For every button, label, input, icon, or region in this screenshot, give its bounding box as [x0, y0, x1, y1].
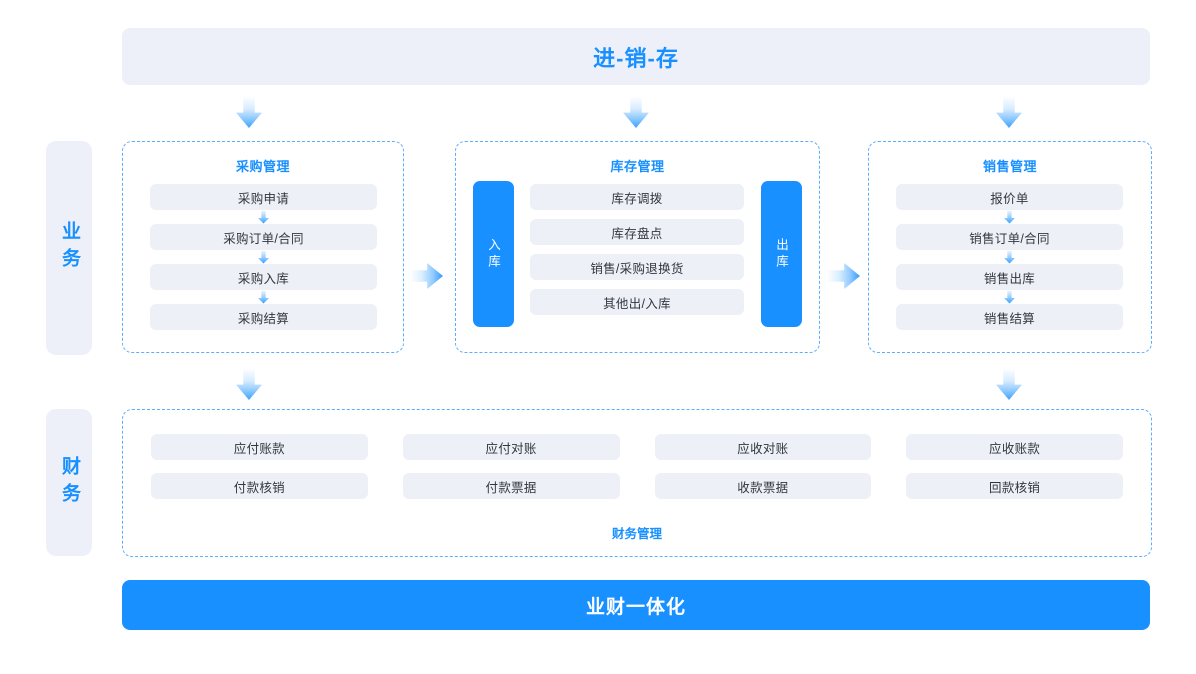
rail-finance-label: 财务 [58, 455, 80, 510]
list-item[interactable]: 库存盘点 [530, 219, 744, 245]
arrow-down-small-icon [1004, 210, 1015, 224]
arrow-down-sales-to-finance-icon [996, 368, 1022, 400]
panel-finance: 应付账款 应付对账 应收对账 应收账款 付款核销 付款票据 收款票据 回款核销 … [122, 409, 1152, 557]
header-banner-title: 进-销-存 [593, 45, 679, 71]
rail-business-label: 业务 [58, 221, 80, 275]
inventory-list: 库存调拨 库存盘点 销售/采购退换货 其他出/入库 [530, 184, 744, 315]
inbound-tab[interactable]: 入库 [473, 181, 514, 327]
outbound-tab[interactable]: 出库 [761, 181, 802, 327]
list-item[interactable]: 销售结算 [896, 304, 1123, 330]
arrow-down-purchase-to-finance-icon [236, 368, 262, 400]
list-item[interactable]: 付款票据 [402, 473, 620, 499]
flow-arrow [896, 210, 1123, 224]
inbound-tab-label: 入库 [486, 237, 500, 271]
arrow-right-purchase-to-inventory-icon [410, 263, 443, 289]
arrow-down-small-icon [258, 290, 269, 304]
list-item[interactable]: 应付对账 [402, 434, 620, 460]
list-item[interactable]: 应收对账 [654, 434, 872, 460]
list-item[interactable]: 采购订单/合同 [150, 224, 377, 250]
panel-finance-label: 财务管理 [611, 527, 662, 541]
finance-grid: 应付账款 应付对账 应收对账 应收账款 付款核销 付款票据 收款票据 回款核销 [151, 434, 1123, 499]
purchase-flow-list: 采购申请 采购订单/合同 采购入库 采购结算 [150, 184, 377, 330]
arrow-down-to-sales-icon [996, 96, 1022, 128]
list-item[interactable]: 采购申请 [150, 184, 377, 210]
list-item[interactable]: 采购入库 [150, 264, 377, 290]
list-item[interactable]: 其他出/入库 [530, 289, 744, 315]
list-item[interactable]: 销售订单/合同 [896, 224, 1123, 250]
flow-arrow [896, 290, 1123, 304]
panel-inventory-title: 库存管理 [610, 159, 665, 174]
flow-arrow [150, 250, 377, 264]
list-item[interactable]: 收款票据 [654, 473, 872, 499]
list-item[interactable]: 销售出库 [896, 264, 1123, 290]
panel-sales-title: 销售管理 [982, 159, 1037, 174]
footer-banner: 业财一体化 [122, 580, 1150, 630]
list-item[interactable]: 采购结算 [150, 304, 377, 330]
panel-purchase-title: 采购管理 [235, 159, 290, 174]
arrow-down-small-icon [1004, 290, 1015, 304]
list-item[interactable]: 报价单 [896, 184, 1123, 210]
panel-inventory: 库存管理 入库 出库 库存调拨 库存盘点 销售/采购退换货 其他出/入库 [455, 141, 820, 353]
arrow-down-to-inventory-icon [623, 96, 649, 128]
arrow-down-small-icon [1004, 250, 1015, 264]
flow-arrow [150, 210, 377, 224]
rail-business: 业务 [46, 141, 92, 355]
arrow-right-inventory-to-sales-icon [827, 263, 860, 289]
sales-flow-list: 报价单 销售订单/合同 销售出库 销售结算 [896, 184, 1123, 330]
arrow-down-small-icon [258, 210, 269, 224]
list-item[interactable]: 销售/采购退换货 [530, 254, 744, 280]
list-item[interactable]: 应收账款 [906, 434, 1123, 460]
panel-purchase: 采购管理 采购申请 采购订单/合同 采购入库 采购结算 [122, 141, 404, 353]
flow-arrow [150, 290, 377, 304]
list-item[interactable]: 库存调拨 [530, 184, 744, 210]
list-item[interactable]: 应付账款 [151, 434, 368, 460]
list-item[interactable]: 回款核销 [906, 473, 1123, 499]
panel-sales: 销售管理 报价单 销售订单/合同 销售出库 销售结算 [868, 141, 1152, 353]
footer-banner-title: 业财一体化 [585, 596, 686, 618]
arrow-down-small-icon [258, 250, 269, 264]
outbound-tab-label: 出库 [774, 237, 788, 271]
rail-finance: 财务 [46, 409, 92, 556]
flow-arrow [896, 250, 1123, 264]
list-item[interactable]: 付款核销 [151, 473, 368, 499]
header-banner: 进-销-存 [122, 28, 1150, 85]
arrow-down-to-purchase-icon [236, 96, 262, 128]
